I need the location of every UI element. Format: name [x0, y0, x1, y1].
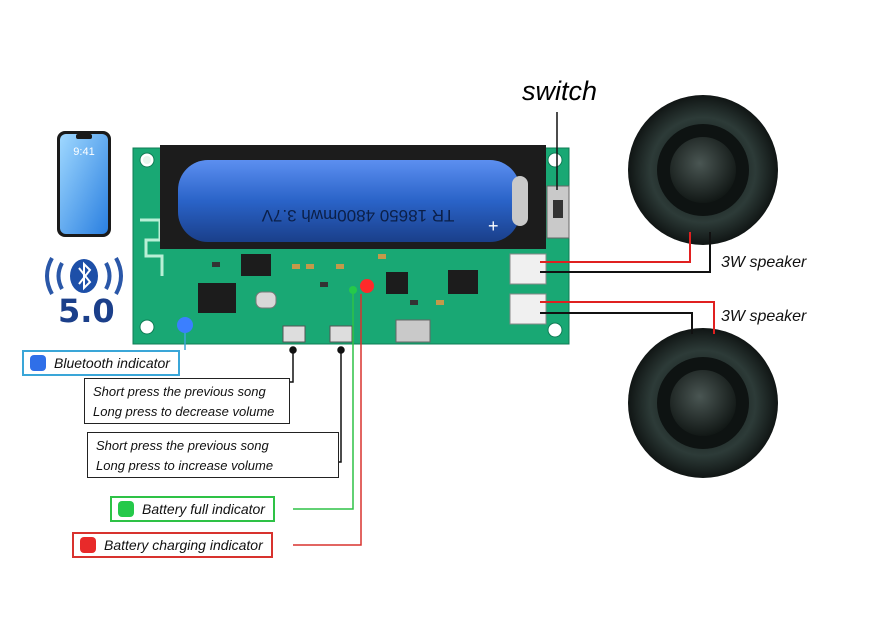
next-button-annotation: Short press the previous song Long press… [87, 432, 339, 478]
bluetooth-indicator-label: Bluetooth indicator [22, 350, 180, 376]
charging-led [360, 279, 374, 293]
bluetooth-icon [45, 257, 123, 295]
next-button-line1: Short press the previous song [96, 438, 269, 453]
full-pointer [293, 294, 354, 510]
full-led [349, 286, 357, 294]
battery-full-text: Battery full indicator [142, 501, 265, 517]
bluetooth-version: 5.0 [58, 292, 115, 330]
speaker-wires [540, 232, 715, 334]
battery-full-indicator-label: Battery full indicator [110, 496, 275, 522]
bluetooth-indicator-text: Bluetooth indicator [54, 355, 170, 371]
led-icon [118, 501, 134, 517]
prev-button-line1: Short press the previous song [93, 384, 266, 399]
speaker-icon [628, 328, 778, 478]
led-icon [30, 355, 46, 371]
battery-charging-text: Battery charging indicator [104, 537, 263, 553]
next-button-line2: Long press to increase volume [96, 458, 274, 473]
smartphone-icon [57, 131, 111, 237]
battery: + [160, 145, 546, 249]
svg-text:+: + [488, 216, 499, 236]
speaker-label-top: 3W speaker [721, 254, 807, 271]
charging-pointer [293, 294, 362, 546]
speaker-label-bottom: 3W speaker [721, 308, 807, 325]
prev-button-annotation: Short press the previous song Long press… [84, 378, 290, 424]
switch-label: switch [522, 76, 598, 106]
battery-charging-indicator-label: Battery charging indicator [72, 532, 273, 558]
speaker-icon [628, 95, 778, 245]
bluetooth-led [177, 317, 193, 333]
battery-text: TR 18650 4800mwh 3.7V [261, 206, 455, 225]
phone-time: 9:41 [73, 146, 95, 158]
prev-button-line2: Long press to decrease volume [93, 404, 275, 419]
led-icon [80, 537, 96, 553]
